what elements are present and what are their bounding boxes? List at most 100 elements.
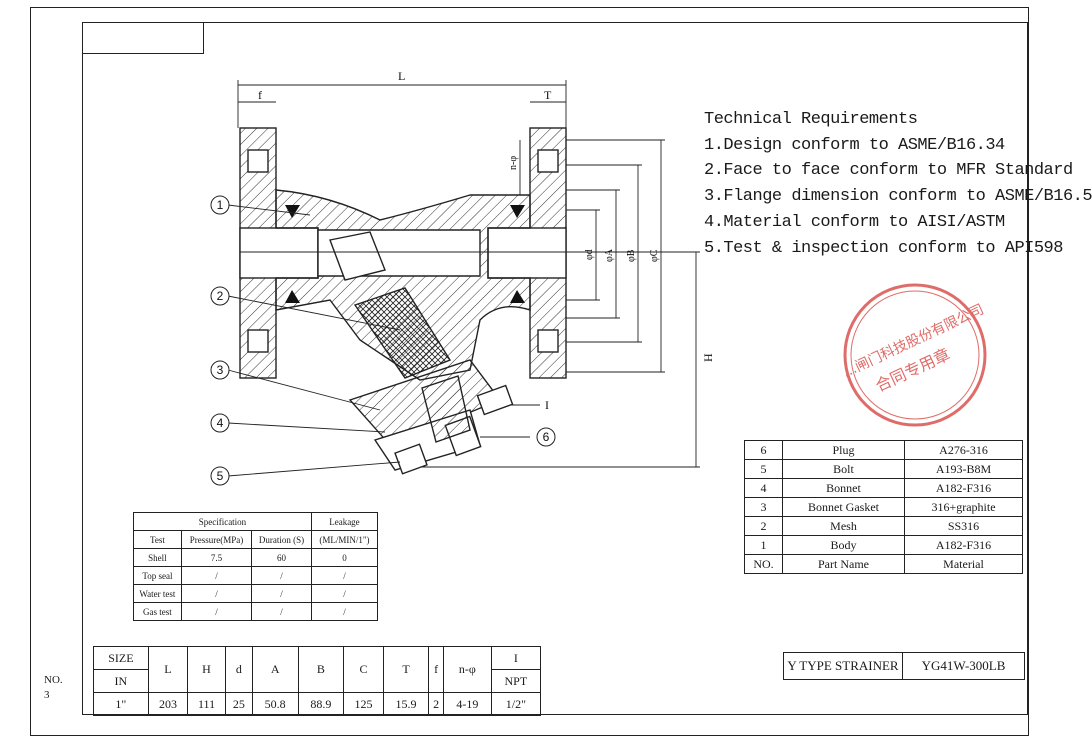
part-material: A193-B8M: [904, 459, 1023, 479]
right-flange: [487, 127, 567, 379]
spec-cell: /: [310, 584, 379, 603]
header-part-name: Part Name: [782, 554, 905, 574]
part-no: 3: [744, 497, 783, 517]
col-C: C: [343, 646, 384, 693]
spec-cell: Top seal: [133, 566, 182, 585]
callout-6: 6: [543, 430, 550, 444]
col-duration: Duration (S): [251, 530, 312, 549]
title-block: Y TYPE STRAINER YG41W-300LB: [783, 652, 1025, 680]
spec-cell: /: [251, 566, 312, 585]
requirements-title: Technical Requirements: [704, 110, 918, 129]
part-material: A182-F316: [904, 478, 1023, 498]
dim-value: 50.8: [251, 692, 299, 716]
col-leak-unit: (ML/MIN/1"): [310, 530, 379, 549]
requirement-5: 5.Test & inspection conform to API598: [704, 239, 1063, 258]
part-name: Mesh: [782, 516, 905, 536]
spec-header: Specification: [133, 512, 312, 531]
table-header-row: NO. Part Name Material: [744, 554, 1023, 574]
dim-value: 4-19: [442, 692, 492, 716]
table-row: 1" 203 111 25 50.8 88.9 125 15.9 2 4-19 …: [93, 692, 542, 716]
spec-cell: Gas test: [133, 602, 182, 621]
table-row: Gas test / / /: [133, 602, 379, 621]
dim-I: I: [545, 398, 549, 412]
col-d: d: [224, 646, 253, 693]
dim-T: T: [544, 88, 552, 102]
dim-value: 111: [187, 692, 226, 716]
callout-leaders: [227, 204, 540, 477]
part-material: 316+graphite: [904, 497, 1023, 517]
part-name: Bonnet Gasket: [782, 497, 905, 517]
col-I: I: [490, 646, 542, 670]
col-n-phi: n-φ: [442, 646, 492, 693]
spec-cell: Water test: [133, 584, 182, 603]
part-no: 6: [744, 440, 783, 460]
size-label: SIZE: [93, 646, 149, 670]
part-no: 4: [744, 478, 783, 498]
spec-cell: 7.5: [180, 548, 253, 567]
sheet-no-value: 3: [44, 689, 50, 701]
part-material: A182-F316: [904, 535, 1023, 555]
dim-phi-d: φd: [584, 249, 595, 260]
dim-value: 25: [224, 692, 253, 716]
requirement-2: 2.Face to face conform to MFR Standard: [704, 161, 1073, 180]
bonnet-assembly: [348, 359, 514, 475]
spec-cell: /: [251, 584, 312, 603]
dim-value: 2: [428, 692, 444, 716]
part-material: A276-316: [904, 440, 1023, 460]
spec-cell: Shell: [133, 548, 182, 567]
dim-H: H: [701, 353, 715, 362]
part-name: Body: [782, 535, 905, 555]
callout-2: 2: [217, 289, 224, 303]
corner-box: [82, 22, 204, 54]
part-name: Bolt: [782, 459, 905, 479]
left-flange: [239, 127, 319, 379]
spec-cell: /: [310, 602, 379, 621]
spec-cell: /: [180, 566, 253, 585]
callout-5: 5: [217, 469, 224, 483]
table-row: Shell 7.5 60 0: [133, 548, 379, 567]
col-L: L: [147, 646, 189, 693]
dim-phi-C: φC: [649, 249, 660, 262]
part-name: Plug: [782, 440, 905, 460]
dim-value: 125: [343, 692, 384, 716]
product-name: Y TYPE STRAINER: [784, 653, 903, 679]
part-no: 5: [744, 459, 783, 479]
table-row: 5 Bolt A193-B8M: [744, 459, 1023, 479]
dimension-lines: [237, 80, 700, 468]
strainer-section-drawing: 1 2 3 4 5 6 L f T H n-φ φd φA φB φC I …闸…: [210, 69, 987, 486]
inner-border: [82, 22, 1028, 715]
table-row: 3 Bonnet Gasket 316+graphite: [744, 497, 1023, 517]
col-f: f: [428, 646, 444, 693]
sheet-no-label: NO.: [44, 674, 63, 686]
part-no: 2: [744, 516, 783, 536]
header-no: NO.: [744, 554, 783, 574]
specification-table: Specification Leakage Test Pressure(MPa)…: [133, 512, 379, 621]
callout-4: 4: [217, 416, 224, 430]
dimensions-table: SIZE L H d A B C T f n-φ I IN NPT 1" 203…: [93, 646, 542, 716]
spec-cell: /: [310, 566, 379, 585]
callout-circles: [210, 195, 556, 486]
requirement-3: 3.Flange dimension conform to ASME/B16.5: [704, 187, 1092, 206]
npt-label: NPT: [490, 669, 542, 693]
spec-cell: /: [251, 602, 312, 621]
dim-value: 1": [93, 692, 149, 716]
header-material: Material: [904, 554, 1023, 574]
callout-3: 3: [217, 363, 224, 377]
part-name: Bonnet: [782, 478, 905, 498]
col-B: B: [297, 646, 345, 693]
product-model: YG41W-300LB: [921, 658, 1006, 673]
dim-value: 15.9: [382, 692, 430, 716]
part-material: SS316: [904, 516, 1023, 536]
callout-numbers: 1 2 3 4 5 6: [217, 198, 550, 483]
in-label: IN: [93, 669, 149, 693]
col-T: T: [382, 646, 430, 693]
requirement-1: 1.Design conform to ASME/B16.34: [704, 136, 1005, 155]
dim-n-phi: n-φ: [508, 156, 519, 170]
col-pressure: Pressure(MPa): [180, 530, 253, 549]
spec-cell: /: [180, 584, 253, 603]
mesh-screen: [353, 287, 452, 379]
dimension-letters: L f T H n-φ φd φA φB φC I: [258, 69, 715, 412]
dim-value: 203: [147, 692, 189, 716]
col-H: H: [187, 646, 226, 693]
part-no: 1: [744, 535, 783, 555]
